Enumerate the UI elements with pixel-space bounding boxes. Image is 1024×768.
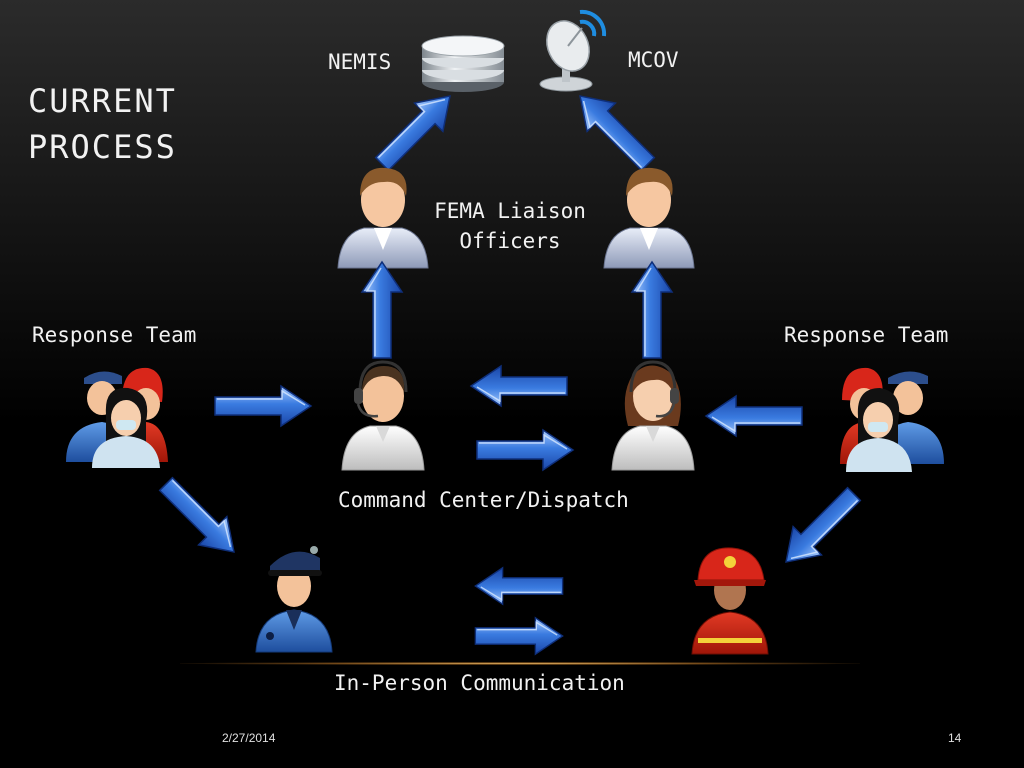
police-officer-icon <box>255 546 333 653</box>
arrow-up-right <box>631 261 673 359</box>
fema-liaison-label-line1: FEMA Liaison <box>434 199 586 223</box>
fema-liaison-officer-left-icon <box>337 167 429 269</box>
response-team-left-icon <box>66 367 168 468</box>
fema-liaison-label-line2: Officers <box>459 229 561 253</box>
arrow-dispatch-to-dispatch-left <box>470 365 568 407</box>
slide-title-line2: PROCESS <box>28 128 177 166</box>
arrow-team-to-firefighter <box>771 479 869 577</box>
slide-page-number: 14 <box>948 731 962 745</box>
dispatcher-right-icon <box>611 360 695 471</box>
divider-glow-line <box>180 662 860 665</box>
arrow-team-to-dispatch-right <box>705 395 803 437</box>
arrow-dispatch-to-dispatch-right <box>476 429 574 471</box>
slide-title-line1: CURRENT <box>28 82 177 120</box>
in-person-communication-label: In-Person Communication <box>334 671 625 695</box>
response-team-left-label: Response Team <box>32 323 197 347</box>
satellite-dish-icon <box>539 9 607 92</box>
arrow-team-to-police <box>151 469 249 567</box>
database-icon <box>421 35 505 92</box>
nemis-label: NEMIS <box>328 50 392 74</box>
dispatcher-left-icon <box>341 360 425 471</box>
slide-title: CURRENT PROCESS <box>28 78 177 170</box>
response-team-right-label: Response Team <box>784 323 949 347</box>
slide-date: 2/27/2014 <box>222 731 276 745</box>
firefighter-icon <box>691 547 769 655</box>
arrow-up-left <box>361 261 403 359</box>
arrow-in-person-left <box>474 566 564 606</box>
response-team-right-icon <box>840 367 944 472</box>
arrow-to-mcov <box>565 81 663 179</box>
fema-liaison-label: FEMA Liaison Officers <box>414 196 606 256</box>
mcov-label: MCOV <box>628 48 679 72</box>
arrow-to-nemis <box>367 81 465 179</box>
arrow-in-person-right <box>474 616 564 656</box>
fema-liaison-officer-right-icon <box>603 167 695 269</box>
command-center-label: Command Center/Dispatch <box>338 488 629 512</box>
arrow-team-to-dispatch-left <box>214 385 312 427</box>
